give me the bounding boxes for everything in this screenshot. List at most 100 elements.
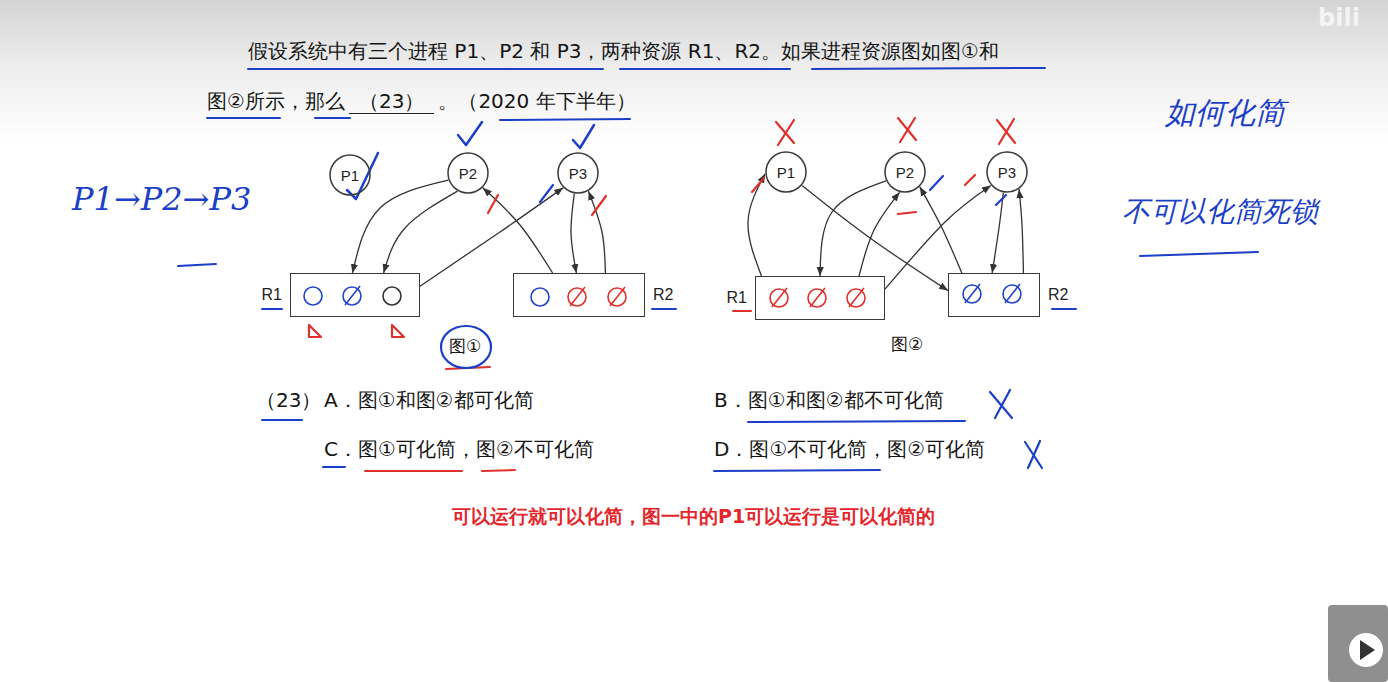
underline	[500, 119, 630, 120]
cross	[997, 119, 1015, 144]
token-slash	[810, 288, 825, 307]
question-source: 。（2020 年下半年）	[438, 89, 635, 113]
question-number: （23）	[256, 388, 321, 412]
process-node: P3	[986, 151, 1028, 193]
check	[573, 125, 594, 148]
figure-caption: 图①	[449, 336, 481, 356]
blue-marks	[441, 176, 1042, 468]
cross	[776, 120, 794, 145]
figure-caption: 图②	[891, 334, 923, 354]
allocation-arrow	[384, 191, 458, 273]
handwritten-note: 不可以化简死锁	[1122, 195, 1318, 229]
play-button	[1349, 633, 1383, 667]
slash	[996, 195, 1006, 205]
cross-marks	[309, 118, 1015, 337]
check	[458, 122, 482, 145]
slash	[592, 196, 606, 215]
watermark: bili	[1318, 4, 1360, 33]
underline	[620, 68, 790, 70]
underline	[733, 310, 751, 312]
underline	[365, 470, 462, 472]
handwritten-note: P1→P2→P3	[72, 180, 251, 218]
underline	[248, 68, 603, 70]
token	[531, 288, 549, 306]
answer-option: B．图①和图②都不可化简	[714, 388, 944, 412]
allocation-arrow	[420, 188, 563, 286]
cross	[1025, 441, 1042, 468]
circle-outline	[766, 152, 806, 192]
process-label: P3	[569, 165, 587, 182]
underline	[652, 308, 676, 310]
resource-node: R1	[755, 276, 885, 320]
token	[383, 287, 401, 305]
token-slash	[849, 288, 864, 307]
underline	[262, 308, 282, 310]
resource-label: R1	[727, 289, 747, 307]
slash	[540, 185, 553, 202]
token-slash	[570, 287, 585, 306]
process-node: P2	[884, 151, 926, 193]
resource-tokens	[304, 284, 1021, 307]
circle-outline	[885, 152, 925, 192]
resource-node: R2	[948, 273, 1040, 317]
process-label: P1	[777, 164, 795, 181]
token-slash	[610, 287, 625, 306]
allocation-arrow	[1019, 189, 1023, 273]
token	[608, 288, 626, 306]
circle-outline	[987, 152, 1027, 192]
resource-label: R2	[1048, 286, 1068, 304]
slash	[965, 175, 975, 185]
underline	[1140, 252, 1258, 256]
underline	[262, 419, 302, 421]
token	[770, 289, 788, 307]
thumbnail-frame	[1328, 605, 1388, 682]
token	[343, 287, 361, 305]
token-slash	[1005, 284, 1020, 303]
allocation-arrow	[589, 191, 606, 273]
resource-node: R1	[290, 273, 420, 317]
allocation-arrow	[802, 185, 948, 290]
token	[963, 285, 981, 303]
process-label: P2	[896, 164, 914, 181]
underline	[482, 470, 515, 471]
explanation-note: 可以运行就可以化简，图一中的P1可以运行是可以化简的	[452, 505, 935, 528]
process-label: P1	[341, 167, 359, 184]
process-node: P2	[447, 152, 489, 194]
slash	[930, 176, 943, 190]
underline	[1052, 308, 1076, 310]
resource-label: R2	[653, 286, 673, 304]
underline	[323, 466, 345, 468]
underline	[812, 68, 1045, 69]
resource-node: R2	[513, 273, 645, 317]
blue-underlines	[178, 68, 1258, 471]
circle-outline	[558, 153, 598, 193]
process-node: P3	[557, 152, 599, 194]
allocation-arrow	[748, 174, 765, 276]
underline	[714, 470, 880, 471]
cross	[990, 390, 1012, 418]
triangle	[309, 325, 321, 337]
allocation-arrow	[571, 194, 576, 273]
resource-label: R1	[262, 286, 282, 304]
process-node: P1	[765, 151, 807, 193]
dash	[178, 264, 216, 266]
token-slash	[772, 288, 787, 307]
triangle	[392, 325, 404, 337]
circle-outline	[330, 155, 370, 195]
cross	[898, 118, 916, 142]
token	[304, 287, 322, 305]
answer-option: A．图①和图②都可化简	[324, 388, 534, 412]
allocation-arrow	[352, 180, 448, 273]
process-label: P2	[459, 165, 477, 182]
handwritten-note: 如何化简	[1165, 95, 1285, 131]
answer-blank: （23）	[349, 89, 434, 114]
token-slash	[345, 286, 360, 305]
slash	[752, 178, 764, 192]
token	[808, 289, 826, 307]
checkmarks	[347, 122, 594, 199]
token-slash	[965, 284, 980, 303]
token	[1003, 285, 1021, 303]
allocation-arrow	[820, 181, 886, 276]
underline	[748, 421, 965, 422]
token	[847, 289, 865, 307]
